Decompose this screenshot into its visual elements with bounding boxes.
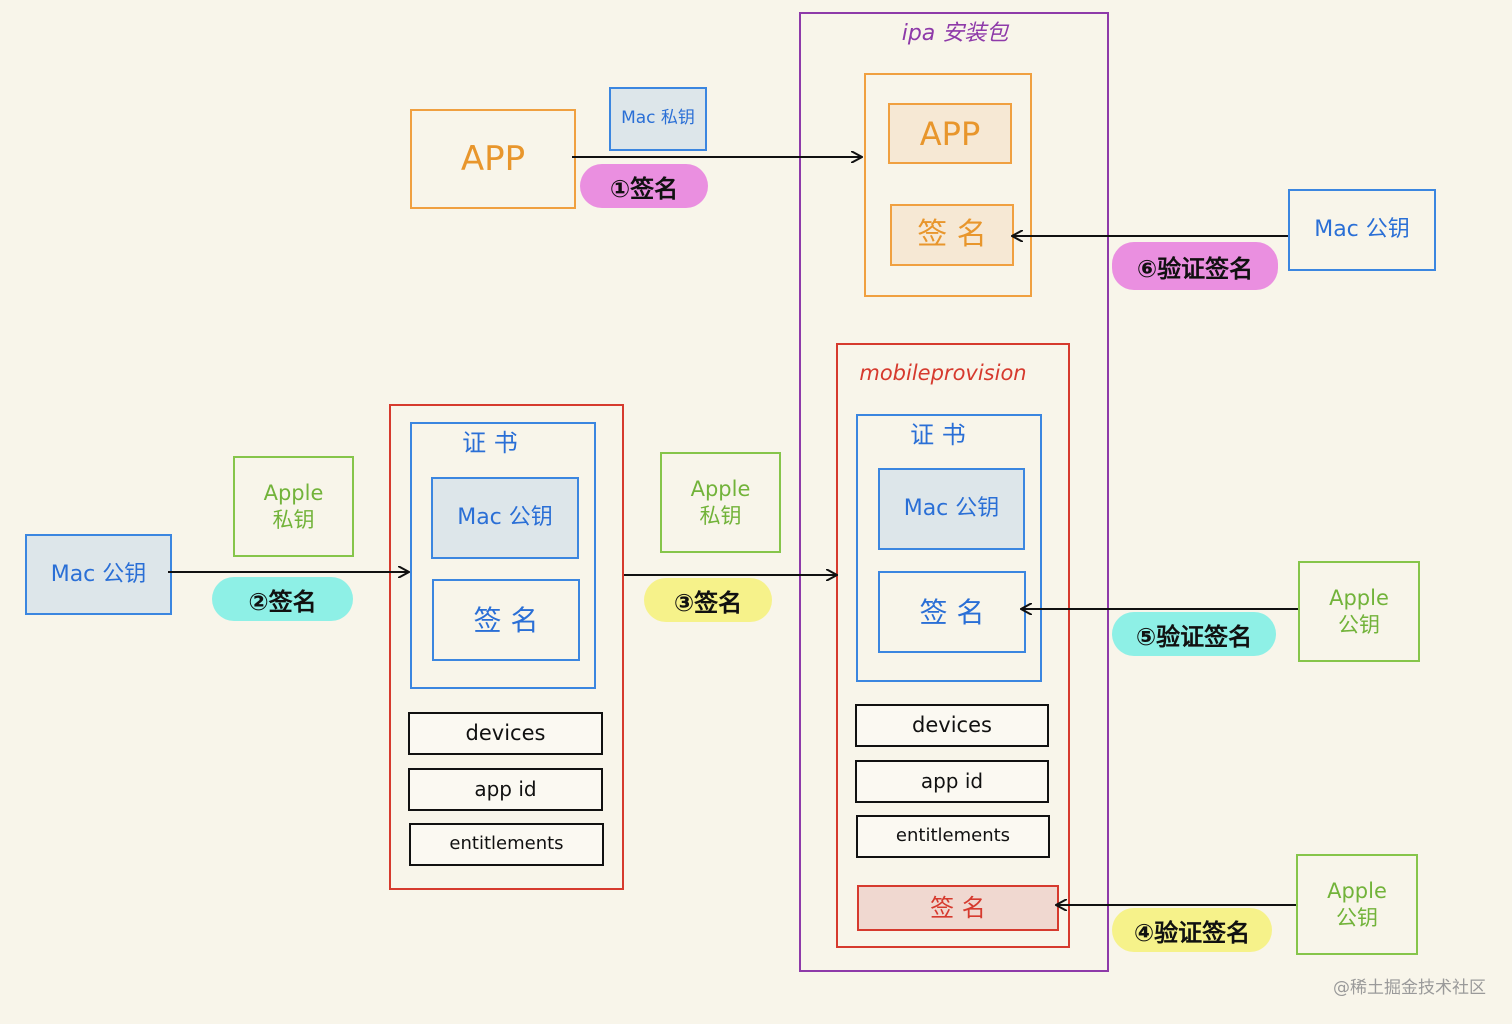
apple-public-key-box-2: Apple 公钥 xyxy=(1296,854,1418,955)
provision-cert-title: 证 书 xyxy=(910,421,966,449)
provision-cert-sign: 签 名 xyxy=(878,571,1026,653)
step6-verify-label: ⑥验证签名 xyxy=(1112,242,1278,290)
ipa-sign-box: 签 名 xyxy=(890,204,1014,266)
local-cert-title: 证 书 xyxy=(462,429,518,457)
provision-sign: 签 名 xyxy=(857,885,1059,931)
apple-private-key-box-2: Apple 私钥 xyxy=(660,452,781,553)
mac-public-key-right-box: Mac 公钥 xyxy=(1288,189,1436,271)
provision-entitlements: entitlements xyxy=(856,815,1050,858)
step2-sign-label: ②签名 xyxy=(212,577,353,621)
local-app-id: app id xyxy=(408,768,603,811)
step3-sign-label: ③签名 xyxy=(644,578,772,622)
mobileprovision-container xyxy=(836,343,1070,948)
local-cert-container xyxy=(389,404,624,890)
ipa-package-container xyxy=(799,12,1109,972)
apple-private-key-box-1: Apple 私钥 xyxy=(233,456,354,557)
provision-cert-group xyxy=(856,414,1042,682)
ipa-app-group xyxy=(864,73,1032,297)
local-mac-public-key: Mac 公钥 xyxy=(431,477,579,559)
watermark: @稀土掘金技术社区 xyxy=(1333,978,1486,998)
local-cert-sign: 签 名 xyxy=(432,579,580,661)
local-entitlements: entitlements xyxy=(409,823,604,866)
app-source-box: APP xyxy=(410,109,576,209)
ipa-app-box: APP xyxy=(888,103,1012,164)
step4-verify-label: ④验证签名 xyxy=(1112,908,1272,952)
mac-public-key-source-box: Mac 公钥 xyxy=(25,534,172,615)
local-cert-group xyxy=(410,422,596,689)
local-devices: devices xyxy=(408,712,603,755)
apple-public-key-box-1: Apple 公钥 xyxy=(1298,561,1420,662)
step5-verify-label: ⑤验证签名 xyxy=(1112,612,1276,656)
mac-private-key-box: Mac 私钥 xyxy=(609,87,707,151)
provision-app-id: app id xyxy=(855,760,1049,803)
ipa-package-title: ipa 安装包 xyxy=(901,21,1009,47)
step1-sign-label: ①签名 xyxy=(580,164,708,208)
mobileprovision-title: mobileprovision xyxy=(859,360,1027,385)
provision-devices: devices xyxy=(855,704,1049,747)
provision-mac-public-key: Mac 公钥 xyxy=(878,468,1025,550)
